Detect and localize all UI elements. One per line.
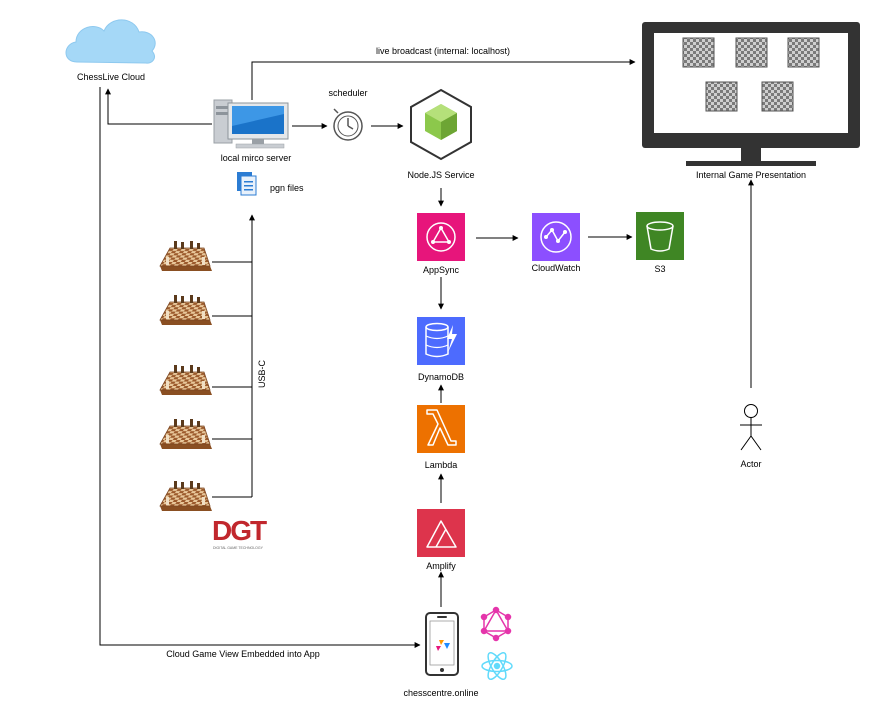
cloudwatch-icon [532, 213, 580, 261]
cloud-label: ChessLive Cloud [76, 72, 146, 82]
cloudwatch-label: CloudWatch [531, 263, 581, 273]
chessboard-icon [159, 241, 212, 271]
s3-icon [636, 212, 684, 260]
edge-server-to-cloud [105, 88, 212, 125]
chessboard-icon [159, 481, 212, 511]
app-label: chesscentre.online [403, 688, 479, 698]
nodejs-icon [410, 88, 472, 161]
chessboard-icon [761, 81, 794, 112]
server-label: local mirco server [220, 153, 292, 163]
cloud-icon [65, 19, 156, 64]
scheduler-label: scheduler [328, 88, 368, 98]
appsync-label: AppSync [422, 265, 460, 275]
lambda-icon [417, 405, 465, 453]
chessboard-icon [705, 81, 738, 112]
svg-text:DGT: DGT [212, 515, 267, 546]
broadcast-label: live broadcast (internal: localhost) [375, 46, 511, 56]
server-icon [213, 99, 289, 149]
chessboard-icon [159, 295, 212, 325]
actor-label: Actor [740, 459, 762, 469]
chessboard-icon [682, 37, 715, 68]
amplify-icon [417, 509, 465, 557]
chessboard-icon [159, 365, 212, 395]
s3-label: S3 [654, 264, 666, 274]
chessboard-icon [787, 37, 820, 68]
presentation-label: Internal Game Presentation [695, 170, 807, 180]
edge-cloud-to-app [99, 87, 421, 648]
mobile-app-icon [425, 612, 459, 676]
amplify-label: Amplify [426, 561, 456, 571]
connectors [99, 59, 754, 648]
usb-c-label: USB-C [257, 359, 267, 388]
appsync-icon [417, 213, 465, 261]
graphql-icon [480, 606, 512, 642]
monitor-icon [642, 22, 860, 166]
dynamodb-icon [417, 317, 465, 365]
scheduler-icon [333, 108, 363, 141]
pgn-label: pgn files [270, 183, 304, 193]
actor-icon [740, 404, 762, 451]
react-icon [481, 651, 513, 681]
dgt-logo: DGT DIGITAL GAME TECHNOLOGY [212, 515, 269, 550]
lambda-label: Lambda [424, 460, 458, 470]
cloud-view-label: Cloud Game View Embedded into App [166, 649, 320, 659]
svg-text:DIGITAL GAME TECHNOLOGY: DIGITAL GAME TECHNOLOGY [213, 546, 264, 550]
chessboard-icon [735, 37, 768, 68]
chessboard-icon [159, 419, 212, 449]
pgn-files-icon [237, 172, 257, 196]
dynamodb-label: DynamoDB [417, 372, 465, 382]
node-label: Node.JS Service [407, 170, 475, 180]
edge-broadcast [251, 59, 636, 100]
boards [159, 241, 212, 511]
